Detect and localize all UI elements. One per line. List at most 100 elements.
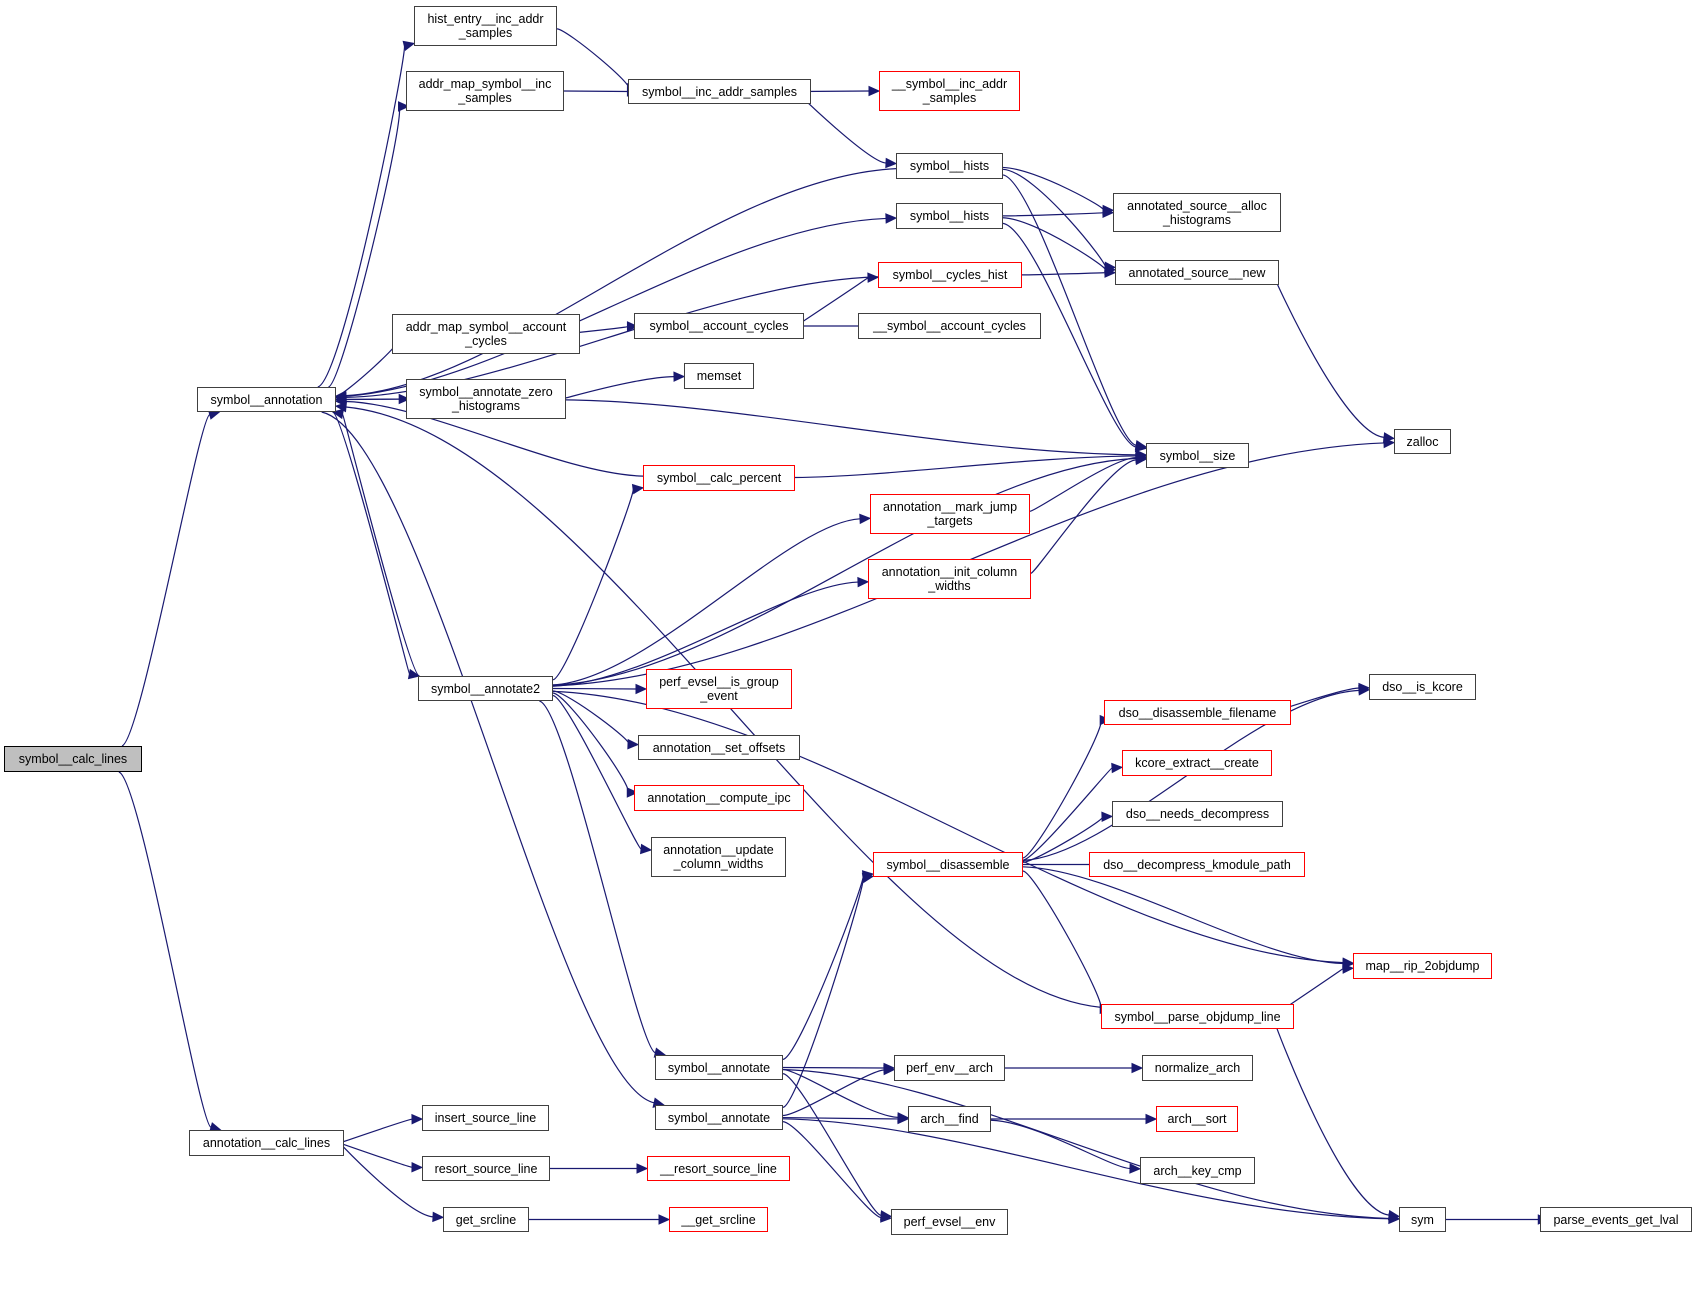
node-label: addr_map_symbol__inc xyxy=(418,77,552,91)
node-symbol-size[interactable]: symbol__size xyxy=(1146,443,1249,468)
arrowhead-icon xyxy=(1135,453,1148,464)
node-symbol-parse-objdump-line[interactable]: symbol__parse_objdump_line xyxy=(1101,1004,1294,1029)
node-label: annotation__init_column xyxy=(881,565,1018,579)
edge-ann_calc_lines-to-insert_src xyxy=(342,1118,413,1143)
node-symbol-annotate[interactable]: symbol__annotate xyxy=(655,1055,783,1080)
node-label: _cycles xyxy=(465,334,507,348)
node-label: __resort_source_line xyxy=(660,1161,777,1176)
arrowhead-icon xyxy=(631,483,645,495)
edge-hists1-to-sym_size xyxy=(1002,174,1137,446)
arrowhead-icon xyxy=(432,1211,445,1223)
node-resort-source-line[interactable]: resort_source_line xyxy=(422,1156,550,1181)
node-symbol-annotation[interactable]: symbol__annotation xyxy=(197,387,336,412)
node-label: kcore_extract__create xyxy=(1135,756,1259,770)
arrowhead-icon xyxy=(1111,762,1124,774)
node-symbol-hists[interactable]: symbol__hists xyxy=(896,153,1003,179)
node-annotated-source-alloc-histograms[interactable]: annotated_source__alloc_histograms xyxy=(1113,193,1281,232)
node-symbol-account-cycles[interactable]: symbol__account_cycles xyxy=(634,313,804,339)
node-kcore-extract-create[interactable]: kcore_extract__create xyxy=(1122,750,1272,776)
edge-annotation-to-annotate_b xyxy=(321,411,655,1104)
node-label: dso__decompress_kmodule_path xyxy=(1103,857,1291,872)
node-dso-needs-decompress[interactable]: dso__needs_decompress xyxy=(1112,801,1283,827)
node-annotation-update-column-widths[interactable]: annotation__update_column_widths xyxy=(651,837,786,877)
node-addr-map-symbol-account-cycles[interactable]: addr_map_symbol__account_cycles xyxy=(392,314,580,354)
arrowhead-icon xyxy=(880,1212,893,1223)
node-arch-sort[interactable]: arch__sort xyxy=(1156,1106,1238,1132)
node-label: symbol__hists xyxy=(909,159,990,173)
edge-init_col-to-sym_size xyxy=(1030,459,1137,574)
arrowhead-icon xyxy=(1134,441,1148,453)
edge-calc_percent-to-annotation xyxy=(345,400,644,477)
node-symbol-calc-percent[interactable]: symbol__calc_percent xyxy=(643,465,795,491)
arrowhead-icon xyxy=(1102,207,1115,218)
edge-annotate2-to-calc_percent xyxy=(552,488,634,681)
node-perf-env-arch[interactable]: perf_env__arch xyxy=(894,1055,1005,1081)
arrowhead-icon xyxy=(402,40,416,52)
node-u-symbol-account-cycles[interactable]: __symbol__account_cycles xyxy=(858,313,1041,339)
node-label: resort_source_line xyxy=(434,1161,538,1176)
node-perf-evsel-env[interactable]: perf_evsel__env xyxy=(891,1209,1008,1235)
node-dso-is-kcore[interactable]: dso__is_kcore xyxy=(1369,674,1476,700)
node-symbol-annotate2[interactable]: symbol__annotate2 xyxy=(418,676,553,701)
node-dso-disassemble-filename[interactable]: dso__disassemble_filename xyxy=(1104,700,1291,725)
node-label: normalize_arch xyxy=(1154,1061,1241,1075)
node-label: _samples xyxy=(458,26,513,40)
edge-annotation-to-hists2 xyxy=(335,217,887,398)
node-symbol-annotate-zero-histograms[interactable]: symbol__annotate_zero_histograms xyxy=(406,379,566,419)
edge-hist_entry-to-sym_inc xyxy=(556,28,630,89)
edge-disassemble-to-dso_dis_fn xyxy=(1022,719,1102,859)
arrowhead-icon xyxy=(411,1161,424,1173)
node-perf-evsel-is-group-event[interactable]: perf_evsel__is_group_event xyxy=(646,669,792,709)
arrowhead-icon xyxy=(334,401,347,413)
node-map-rip-2objdump[interactable]: map__rip_2objdump xyxy=(1353,953,1492,979)
node-addr-map-symbol-inc-samples[interactable]: addr_map_symbol__inc_samples xyxy=(406,71,564,111)
node-annotation-calc-lines[interactable]: annotation__calc_lines xyxy=(189,1130,344,1156)
node-annotation-compute-ipc[interactable]: annotation__compute_ipc xyxy=(634,785,804,811)
edge-annotate_b-to-sym xyxy=(782,1118,1390,1220)
node-hist-entry-inc-addr-samples[interactable]: hist_entry__inc_addr_samples xyxy=(414,6,557,46)
node-parse-events-get-lval[interactable]: parse_events_get_lval xyxy=(1540,1207,1692,1232)
arrowhead-icon xyxy=(640,843,653,855)
node-label: _samples xyxy=(458,91,512,105)
node-insert-source-line[interactable]: insert_source_line xyxy=(422,1105,549,1131)
node-symbol-hists[interactable]: symbol__hists xyxy=(896,203,1003,229)
arrowhead-icon xyxy=(407,668,421,680)
node-u-get-srcline[interactable]: __get_srcline xyxy=(669,1207,768,1232)
node-symbol-inc-addr-samples[interactable]: symbol__inc_addr_samples xyxy=(628,79,811,104)
node-label: dso__is_kcore xyxy=(1382,680,1463,694)
edge-annotate1-to-sym xyxy=(782,1068,1390,1220)
edge-arch_find-to-arch_key_cmp xyxy=(990,1119,1131,1170)
node-label: _widths xyxy=(928,579,971,593)
node-label: symbol__annotation xyxy=(210,392,323,407)
node-arch-find[interactable]: arch__find xyxy=(908,1106,991,1132)
node-memset[interactable]: memset xyxy=(684,363,754,389)
edge-disassemble-to-parse_objdump xyxy=(1022,870,1102,1010)
node-symbol-cycles-hist[interactable]: symbol__cycles_hist xyxy=(878,262,1022,288)
node-label: annotated_source__alloc xyxy=(1127,198,1267,213)
edge-annotate2-to-rip_2obj xyxy=(552,690,1344,964)
node-label: _samples xyxy=(922,91,977,105)
node-annotation-init-column-widths[interactable]: annotation__init_column_widths xyxy=(868,559,1031,599)
arrowhead-icon xyxy=(859,513,872,525)
node-arch-key-cmp[interactable]: arch__key_cmp xyxy=(1140,1157,1255,1184)
node-normalize-arch[interactable]: normalize_arch xyxy=(1142,1055,1253,1081)
arrowhead-icon xyxy=(1129,1163,1142,1174)
node-symbol-annotate[interactable]: symbol__annotate xyxy=(655,1105,783,1130)
node-u-resort-source-line[interactable]: __resort_source_line xyxy=(647,1156,790,1181)
node-dso-decompress-kmodule-path[interactable]: dso__decompress_kmodule_path xyxy=(1089,852,1305,877)
node-zalloc[interactable]: zalloc xyxy=(1394,429,1451,454)
node-label: __get_srcline xyxy=(681,1212,756,1227)
node-annotation-mark-jump-targets[interactable]: annotation__mark_jump_targets xyxy=(870,494,1030,534)
arrowhead-icon xyxy=(1131,1062,1144,1074)
node-sym[interactable]: sym xyxy=(1399,1207,1446,1232)
node-label: parse_events_get_lval xyxy=(1553,1212,1679,1227)
node-annotated-source-new[interactable]: annotated_source__new xyxy=(1115,260,1279,285)
arrowhead-icon xyxy=(861,872,875,884)
node-label: dso__disassemble_filename xyxy=(1118,705,1277,720)
node-annotation-set-offsets[interactable]: annotation__set_offsets xyxy=(638,735,800,760)
node-label: memset xyxy=(696,369,742,383)
node-u-symbol-inc-addr-samples[interactable]: __symbol__inc_addr_samples xyxy=(879,71,1020,111)
node-get-srcline[interactable]: get_srcline xyxy=(443,1207,529,1232)
node-symbol-disassemble[interactable]: symbol__disassemble xyxy=(873,852,1023,877)
